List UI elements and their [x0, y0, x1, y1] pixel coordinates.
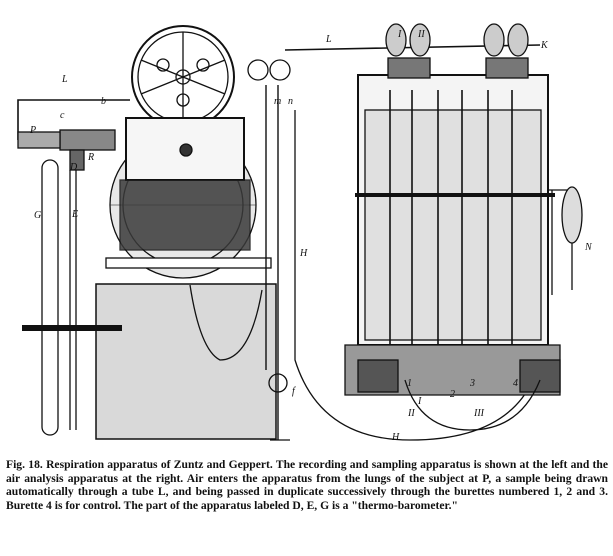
label-K: K: [540, 40, 549, 51]
pulley-wheel: [269, 59, 291, 81]
burettes: [389, 90, 513, 345]
clock-housing: [105, 117, 272, 269]
label-L-top: L: [325, 34, 332, 45]
bottom-pulley: [268, 373, 288, 393]
label-I: I: [397, 29, 402, 40]
figure-number: Fig. 18.: [6, 458, 43, 471]
hose-H: [294, 110, 541, 441]
apparatus-illustration: L L P R D E G H H N K m n b c I II f 1 2…: [17, 23, 593, 443]
leveling-bulb-N: [548, 186, 583, 295]
meter-base-box: [95, 283, 277, 440]
label-E: E: [71, 209, 78, 220]
label-L-left: L: [61, 74, 68, 85]
label-N: N: [584, 242, 593, 253]
absorption-bulbs: [385, 23, 529, 79]
label-f: f: [292, 386, 296, 397]
label-II-bottom: II: [407, 408, 415, 419]
label-R: R: [87, 152, 94, 163]
label-H-bottom: H: [391, 432, 400, 443]
figure-caption: Fig. 18. Respiration apparatus of Zuntz …: [6, 458, 608, 512]
label-G: G: [34, 210, 41, 221]
caption-text: Respiration apparatus of Zuntz and Geppe…: [6, 458, 609, 512]
recording-wheel: [131, 25, 235, 129]
pulley-wheel: [247, 59, 269, 81]
label-c: c: [60, 110, 65, 121]
label-n: n: [288, 96, 293, 107]
label-H-mid: H: [299, 248, 308, 259]
label-b: b: [101, 96, 106, 107]
valve-assembly-P: [17, 129, 116, 171]
label-III-bottom: III: [473, 408, 485, 419]
label-burette-3: 3: [469, 378, 475, 389]
label-burette-1: 1: [407, 378, 412, 389]
label-burette-2: 2: [450, 389, 455, 400]
thermo-barometer: [22, 159, 122, 436]
figure-labels: L L P R D E G H H N K m n b c I II f 1 2…: [29, 29, 593, 443]
label-P: P: [29, 125, 36, 136]
lower-tubing: [404, 379, 541, 431]
label-II: II: [417, 29, 425, 40]
analysis-frame: [344, 74, 561, 396]
vertical-rod: [265, 85, 279, 440]
label-burette-4: 4: [513, 378, 518, 389]
label-D: D: [69, 162, 78, 173]
label-I-bottom: I: [417, 396, 422, 407]
label-m: m: [274, 96, 281, 107]
